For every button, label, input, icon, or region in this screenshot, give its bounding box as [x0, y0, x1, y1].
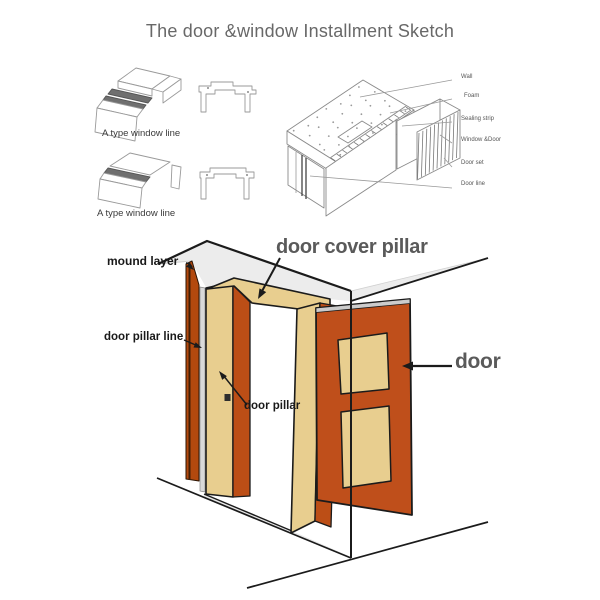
- door-arrowhead: [402, 361, 413, 371]
- ceiling-edge-left: [157, 239, 352, 293]
- window-line-iso-2: [97, 152, 182, 209]
- window-line-iso-1: [94, 67, 182, 142]
- left-door-pillar: [205, 281, 234, 498]
- doorset-hatch: [417, 111, 459, 180]
- ceiling-edge-right: [350, 257, 489, 302]
- door-leaf: [315, 298, 413, 516]
- sealing-strip-hatch: [330, 106, 411, 162]
- door-pillar-arrowhead: [219, 371, 227, 380]
- doorset-box-end: [416, 109, 461, 181]
- mound-layer-arrowhead: [186, 262, 194, 270]
- label-door-pillar: door pillar: [244, 400, 301, 412]
- door-panel-upper: [337, 332, 390, 395]
- annotation-arrows: [183, 257, 452, 406]
- window-line-caption-1: A type window line: [102, 128, 181, 139]
- mound-layer-strip: [185, 260, 200, 482]
- cutaway-mid-face: [325, 119, 397, 217]
- label-door-pillar-line: door pillar line: [104, 331, 184, 343]
- concrete-stipple-dots: [292, 86, 407, 156]
- door-top-rail: [315, 298, 411, 313]
- window-line-profile-1: [198, 81, 257, 113]
- door-panel-lower: [340, 405, 392, 489]
- label-door: door: [455, 350, 501, 373]
- ceiling-plane: [158, 241, 488, 301]
- door-hinge-dot: [224, 394, 231, 401]
- floor-lines: [156, 477, 489, 589]
- callout-door-set: Door set: [461, 160, 484, 166]
- window-line-profile-2: [199, 167, 255, 200]
- wall-cutaway-drawing: [286, 79, 461, 217]
- callout-sealing-strip: Sealing strip: [461, 116, 495, 122]
- callout-wall: Wall: [461, 74, 473, 80]
- callout-door-line: Door line: [461, 181, 486, 187]
- cutaway-leader-lines: [309, 79, 453, 189]
- callout-foam: Foam: [464, 93, 480, 99]
- label-mound-layer: mound layer: [107, 254, 179, 268]
- callout-window-and-door: Window &Door: [461, 137, 502, 143]
- door-pillar-line-arrowhead: [193, 342, 202, 348]
- door-cover-pillar-arrowhead: [258, 288, 267, 299]
- main-door-scene: [156, 239, 489, 589]
- door-pillar-line-strip: [199, 286, 206, 493]
- cutaway-slab-hole: [337, 120, 373, 144]
- window-line-caption-2: A type window line: [97, 208, 176, 219]
- page-title: The door &window Installment Sketch: [145, 21, 455, 41]
- label-door-cover-pillar: door cover pillar: [276, 236, 428, 258]
